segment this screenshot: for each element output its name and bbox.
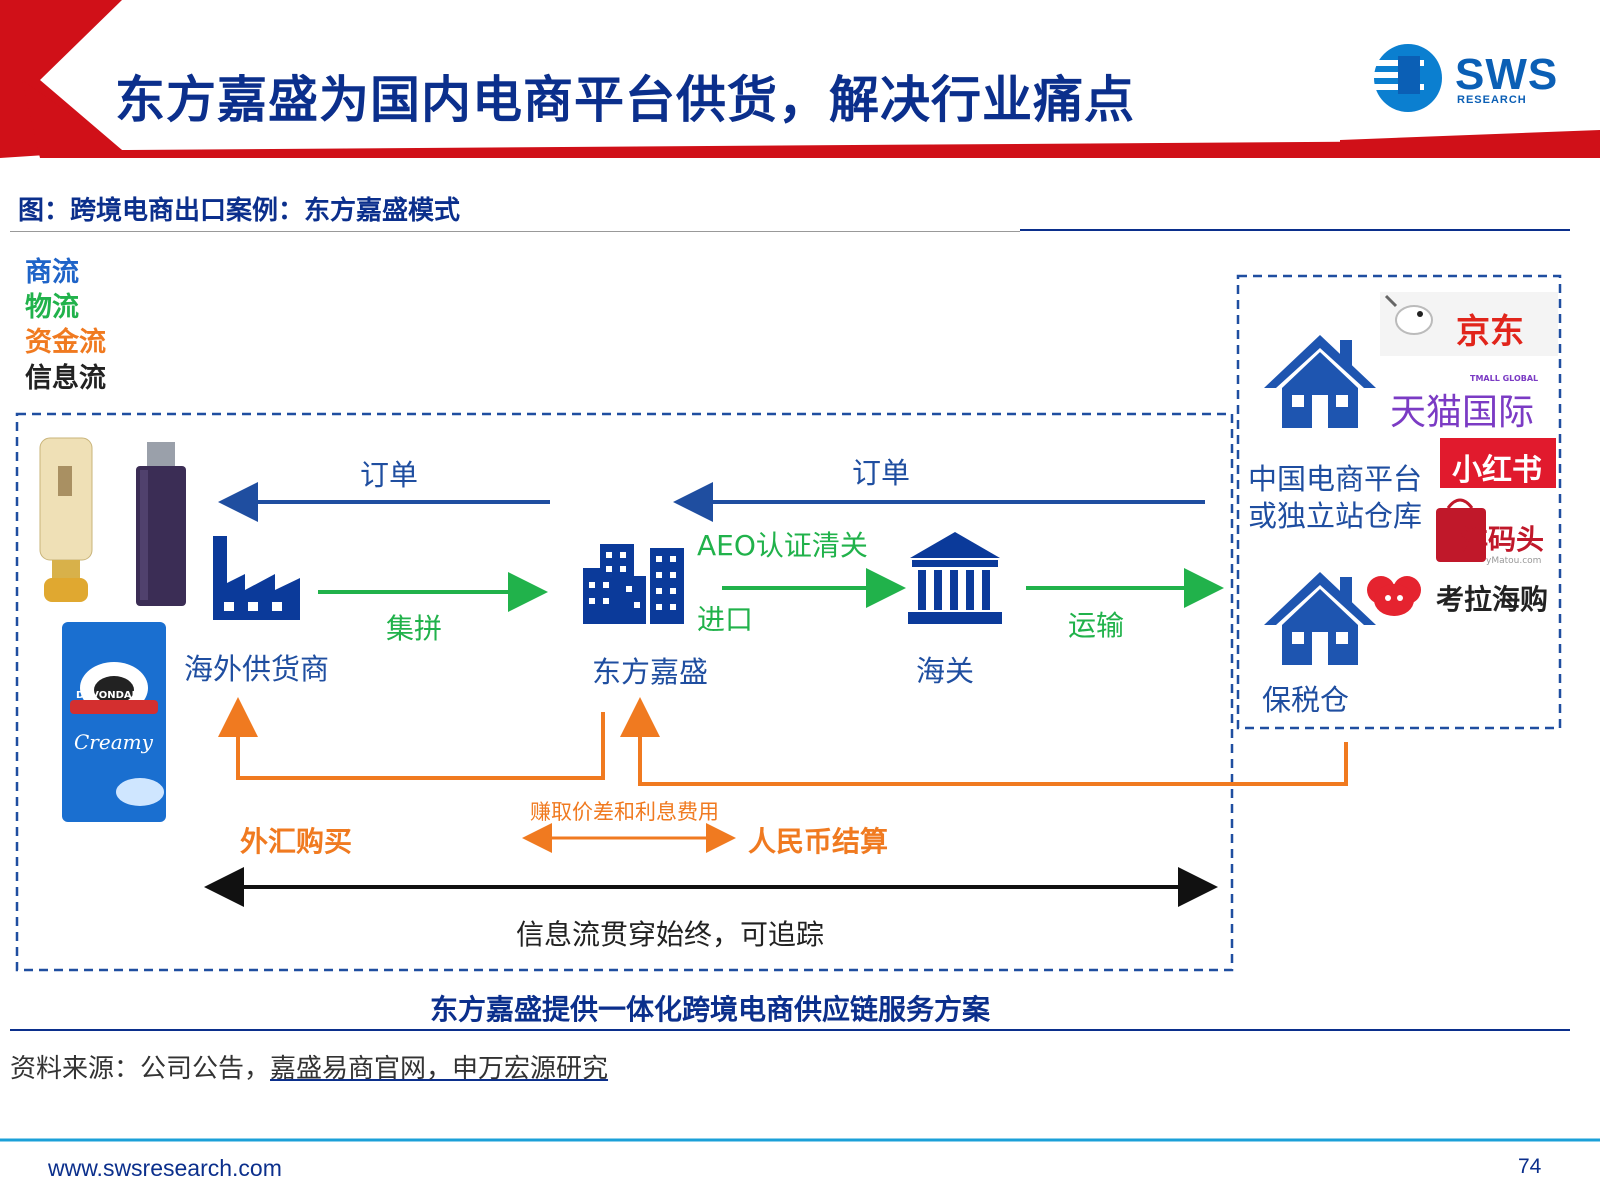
supplier-label: 海外供货商 (184, 652, 330, 686)
consolidation-label: 集拼 (386, 612, 443, 645)
order-label-right: 订单 (852, 456, 911, 490)
order-label-left: 订单 (360, 458, 419, 492)
header-banner (0, 0, 1600, 158)
caption-divider (10, 231, 1020, 232)
caption-divider-accent (1020, 229, 1570, 231)
info-flow-label: 信息流贯穿始终，可追踪 (516, 918, 825, 951)
logo-subtext: RESEARCH (1457, 94, 1527, 106)
milk-powder-image (62, 622, 166, 822)
legend-commerce-flow: 商流 (25, 257, 79, 288)
bonded-warehouse-label: 保税仓 (1262, 683, 1350, 717)
xiaohongshu-logo-box (1440, 438, 1556, 488)
legend-capital-flow: 资金流 (25, 327, 106, 358)
page-title: 东方嘉盛为国内电商平台供货，解决行业痛点 (115, 70, 1135, 129)
legend-information-flow: 信息流 (25, 363, 106, 394)
main-dashed-box (15, 412, 1234, 972)
factory-icon (213, 536, 300, 620)
cosmetic-tube-image (39, 437, 93, 602)
aeo-clearance-label: AEO认证清关 (697, 529, 868, 562)
yangmatou-logo-text: 洋码头 (1460, 523, 1545, 556)
rmb-flow-line (620, 697, 1348, 786)
platform-dashed-box (1236, 274, 1562, 730)
legend-logistics-flow: 物流 (25, 292, 79, 323)
spread-label: 赚取价差和利息费用 (530, 800, 719, 824)
milk-name-label: Creamy (74, 730, 153, 754)
company-label: 东方嘉盛 (592, 655, 709, 689)
source-prefix: 资料来源：公司公告， (10, 1054, 271, 1084)
solution-caption: 东方嘉盛提供一体化跨境电商供应链服务方案 (429, 993, 990, 1026)
customs-building-icon (908, 532, 1002, 624)
xiaohongshu-logo-text: 小红书 (1452, 453, 1542, 488)
fx-flow-line (218, 697, 605, 780)
platform-house-icon (1264, 335, 1376, 428)
yangmatou-bag-icon (1436, 498, 1486, 562)
source-note: 资料来源：公司公告，嘉盛易商官网，申万宏源研究 (10, 1048, 608, 1085)
buildings-icon (583, 544, 684, 624)
platform-label-line2: 或独立站仓库 (1248, 499, 1423, 533)
page-number: 74 (1518, 1155, 1542, 1178)
rmb-settlement-label: 人民币结算 (748, 825, 889, 858)
figure-caption: 图：跨境电商出口案例：东方嘉盛模式 (18, 196, 461, 226)
source-link-text: 嘉盛易商官网，申万宏源研究 (270, 1054, 609, 1084)
fx-purchase-label: 外汇购买 (240, 825, 353, 858)
tmall-global-small-text: TMALL GLOBAL (1470, 374, 1539, 383)
serum-bottle-image (136, 442, 186, 606)
jd-logo-text: 京东 (1456, 312, 1524, 352)
platform-label-line1: 中国电商平台 (1248, 462, 1423, 496)
tmall-logo-text: 天猫国际 (1390, 392, 1535, 433)
logo-text: SWS (1455, 50, 1559, 99)
transport-label: 运输 (1068, 609, 1125, 642)
yangmatou-url-text: yMatou.com (1486, 556, 1542, 566)
customs-label: 海关 (916, 654, 975, 688)
kaola-logo-text: 考拉海购 (1436, 583, 1549, 616)
bonded-warehouse-house-icon (1264, 572, 1376, 665)
kaola-icon (1367, 576, 1421, 616)
import-label: 进口 (697, 603, 754, 636)
footer-url[interactable]: www.swsresearch.com (48, 1155, 282, 1181)
jd-mascot-image (1380, 292, 1558, 356)
milk-brand-label: DEVONDALE (76, 690, 145, 701)
sws-logo-icon (1374, 44, 1442, 112)
